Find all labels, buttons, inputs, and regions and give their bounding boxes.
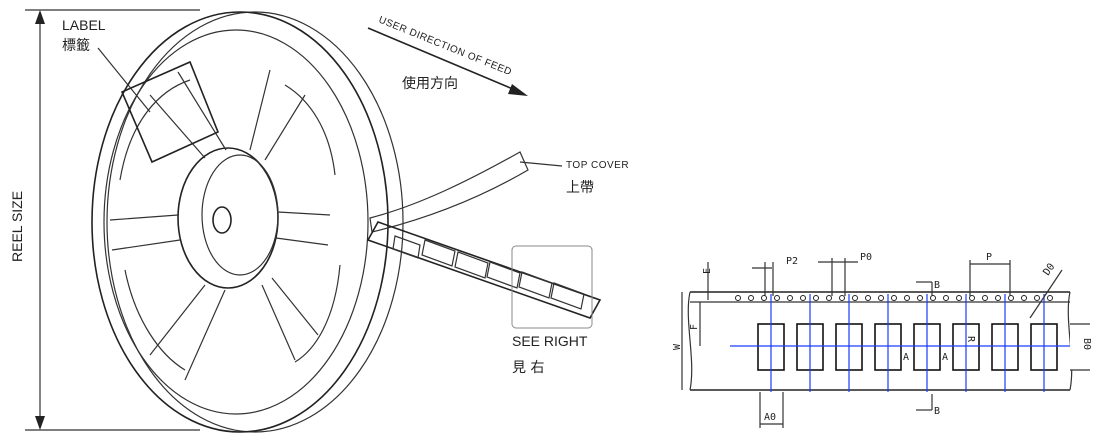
top-cover-tape	[369, 151, 563, 233]
label-text-en: LABEL	[62, 17, 106, 33]
feed-direction-arrow	[367, 27, 528, 96]
dim-p0	[818, 258, 858, 296]
reel-hub-outer	[177, 147, 279, 289]
sprocket-hole	[904, 295, 910, 301]
reel-drawing: LABEL 標籤 REEL SIZE USER DIRECTION OF FEE…	[9, 9, 629, 433]
pockets	[757, 294, 1058, 392]
dim-d0-label: D0	[1041, 262, 1057, 278]
dim-p-label: P	[986, 252, 992, 263]
feed-direction-text-cn: 使用方向	[402, 75, 458, 92]
dim-d0-leader	[1029, 269, 1063, 319]
b0-box	[1070, 324, 1094, 370]
reel-spindle-hole	[212, 206, 232, 234]
reel-rim-front-inner	[103, 29, 369, 415]
sprocket-hole	[735, 295, 741, 301]
sprocket-hole	[748, 295, 754, 301]
dim-a-left-label: A	[903, 352, 909, 363]
sprocket-hole	[852, 295, 858, 301]
dim-p0-label: P0	[860, 252, 872, 263]
section-b-bottom	[916, 394, 933, 411]
tape-left-break	[687, 291, 693, 391]
carrier-tape	[366, 221, 602, 329]
reel-spokes	[109, 69, 341, 381]
dim-f-label: F	[689, 324, 700, 330]
reel-rim-back	[106, 11, 404, 433]
dim-a0-label: A0	[764, 412, 776, 423]
pocket	[1030, 294, 1058, 392]
section-b-bottom-label: B	[934, 406, 940, 417]
sprocket-hole	[982, 295, 988, 301]
sprocket-hole	[930, 295, 936, 301]
sprocket-hole	[878, 295, 884, 301]
section-b-top-label: B	[934, 280, 940, 291]
sprocket-hole	[865, 295, 871, 301]
dim-p2	[752, 262, 774, 296]
reel-rim-front-outer	[91, 11, 389, 433]
sprocket-hole	[891, 295, 897, 301]
dim-e-label: E	[702, 268, 713, 274]
top-cover-text-en: TOP COVER	[566, 160, 629, 171]
sprocket-hole	[1021, 295, 1027, 301]
sprocket-hole	[839, 295, 845, 301]
dim-a-right-label: A	[942, 352, 948, 363]
tape-drawing: E F W P2 P0 B	[672, 252, 1094, 428]
see-right-text-en: SEE RIGHT	[512, 333, 588, 349]
section-b-top	[916, 281, 933, 296]
sprocket-hole	[774, 295, 780, 301]
feed-direction-text-en: USER DIRECTION OF FEED	[377, 15, 513, 79]
dim-r-label: R	[965, 336, 976, 343]
dim-b0-label: B0	[1081, 338, 1092, 350]
label-leader-line	[97, 47, 151, 113]
sprocket-hole	[956, 295, 962, 301]
sprocket-hole	[943, 295, 949, 301]
sprocket-hole	[1008, 295, 1014, 301]
pocket	[952, 294, 980, 392]
sprocket-hole	[800, 295, 806, 301]
sprocket-hole	[1034, 295, 1040, 301]
sprocket-hole	[761, 295, 767, 301]
sprocket-hole	[969, 295, 975, 301]
pocket	[874, 294, 902, 392]
reel-size-dimension	[25, 9, 200, 431]
tape-edges	[690, 291, 1070, 391]
top-cover-text-cn: 上帶	[566, 180, 594, 196]
dim-a0	[759, 392, 784, 428]
dim-w-label: W	[672, 343, 683, 350]
sprocket-hole	[1047, 295, 1053, 301]
pocket	[757, 294, 785, 392]
dim-p	[969, 260, 1011, 296]
label-text-cn: 標籤	[62, 38, 90, 54]
dim-p2-label: P2	[786, 256, 798, 267]
sprocket-hole	[826, 295, 832, 301]
see-right-text-cn: 見 右	[512, 360, 544, 376]
sprocket-hole	[995, 295, 1001, 301]
pocket	[796, 294, 824, 392]
pocket	[835, 294, 863, 392]
reel-hub-inner	[201, 154, 279, 276]
reel-size-label: REEL SIZE	[9, 191, 25, 262]
label-box	[120, 60, 220, 164]
pocket	[991, 294, 1019, 392]
sprocket-holes	[735, 295, 1053, 301]
sprocket-hole	[813, 295, 819, 301]
sprocket-hole	[917, 295, 923, 301]
pocket	[913, 294, 941, 392]
sprocket-hole	[787, 295, 793, 301]
